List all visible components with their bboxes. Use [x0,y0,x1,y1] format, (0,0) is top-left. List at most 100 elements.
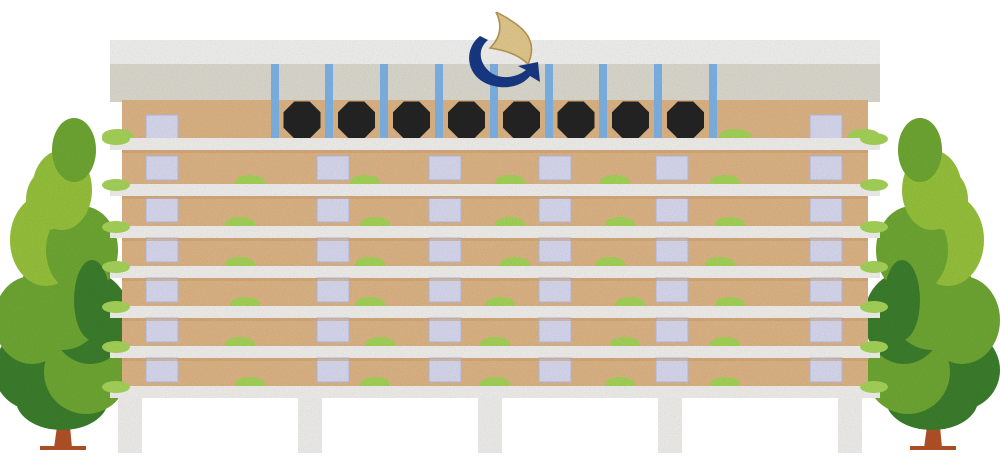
window [145,114,179,140]
planter [860,133,888,145]
window [655,155,689,181]
pillar [478,395,502,453]
planter [860,261,888,273]
planter [860,301,888,313]
pillar [118,395,142,453]
planter [102,221,130,233]
planter [860,179,888,191]
blue-stripe [271,64,279,138]
floor-ledge [110,266,880,278]
window [316,357,350,383]
window [428,317,462,343]
planter [860,341,888,353]
window [809,237,843,263]
ledge-shadow [122,238,868,241]
window [145,197,179,223]
blue-stripe [709,64,717,138]
floor-ledge [110,184,880,196]
planter [102,179,130,191]
floor-ledge [110,346,880,358]
tree-trunk-base [40,446,86,450]
tree-foliage [26,170,70,230]
dark-window [338,101,375,139]
window [809,114,843,140]
floor-ledge [110,386,880,398]
dark-window [557,101,595,139]
window [145,155,179,181]
planter [102,261,130,273]
window [145,277,179,303]
window [809,317,843,343]
dark-window [612,101,649,139]
blue-stripe [545,64,553,138]
blue-stripe [599,64,607,138]
window [809,155,843,181]
planter [102,341,130,353]
window [428,155,462,181]
pillar [838,395,862,453]
floor-ledge [110,138,880,150]
window [655,237,689,263]
blue-stripe [380,64,388,138]
window [538,357,572,383]
blue-stripe [654,64,662,138]
dark-window [503,101,540,139]
planter [860,221,888,233]
window [145,357,179,383]
window [538,237,572,263]
logo-emblem-icon [469,10,540,88]
window [316,277,350,303]
tree-foliage [898,118,942,182]
window [538,277,572,303]
tree-foliage [74,260,110,340]
blue-stripe [490,64,498,138]
window [809,357,843,383]
window [538,197,572,223]
window [316,237,350,263]
dark-window [283,101,321,139]
building [102,40,888,453]
pillar [298,395,322,453]
tree-trunk-base [910,446,956,450]
planter [102,301,130,313]
planter [102,381,130,393]
window [428,237,462,263]
window [316,197,350,223]
window [655,197,689,223]
tree-foliage [52,118,96,182]
window [145,237,179,263]
ledge-shadow [122,278,868,281]
logo-flame [488,10,533,66]
dark-window [448,101,485,139]
tree-foliage [924,170,968,230]
window [316,317,350,343]
logo-swoosh [469,36,540,88]
window [316,155,350,181]
pillar [658,395,682,453]
ledge-shadow [122,150,868,153]
window [655,317,689,343]
window [809,277,843,303]
floor-ledge [110,306,880,318]
window [538,155,572,181]
tree-right [864,118,1000,450]
window [655,277,689,303]
ledge-shadow [122,196,868,199]
window [428,277,462,303]
floor-ledge [110,226,880,238]
planter [860,381,888,393]
tree-foliage [884,260,920,340]
blue-stripe [325,64,333,138]
window [428,357,462,383]
ledge-shadow [122,318,868,321]
window [655,357,689,383]
planter [102,133,130,145]
blue-stripe [435,64,443,138]
window [538,317,572,343]
window [145,317,179,343]
window [809,197,843,223]
ledge-shadow [122,358,868,361]
tree-left [0,118,130,450]
dark-window [667,101,704,139]
